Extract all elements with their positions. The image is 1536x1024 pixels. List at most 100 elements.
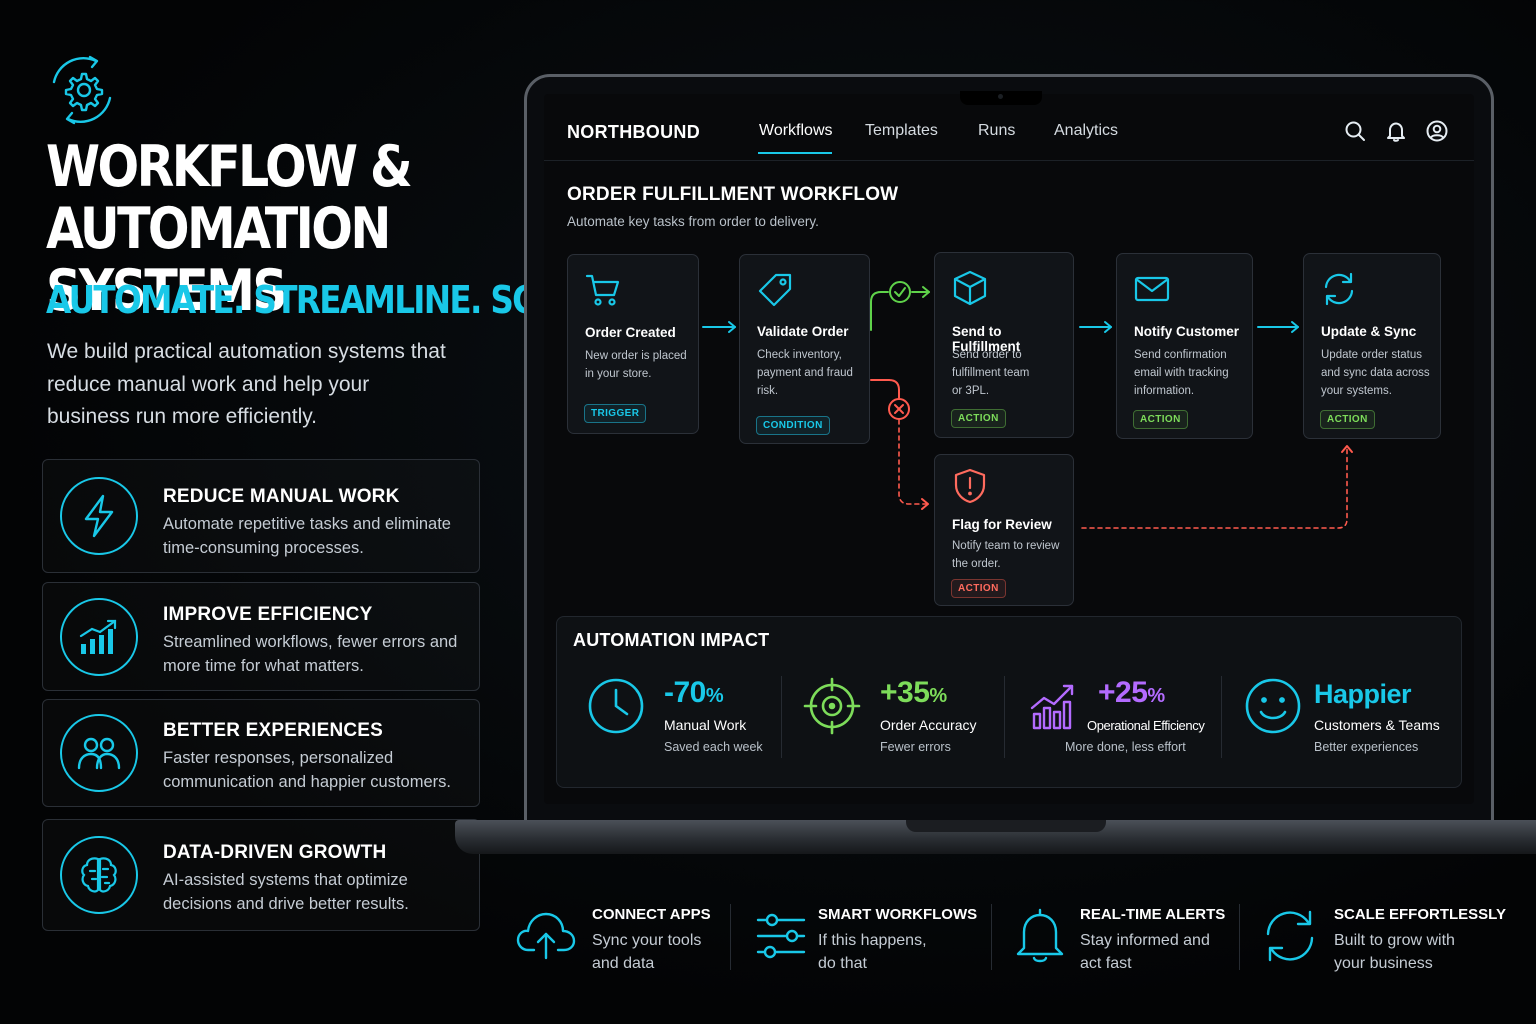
mail-icon [1134,276,1170,302]
node-title: Update & Sync [1321,324,1417,339]
bottom-divider [730,904,731,970]
feature-card-improve-efficiency: IMPROVE EFFICIENCY Streamlined workflows… [42,582,480,691]
bottom-feature-title: CONNECT APPS [592,906,711,923]
notification-bell-icon[interactable] [1385,120,1407,142]
bottom-divider [991,904,992,970]
nav-divider [544,160,1474,161]
smile-icon [1245,678,1301,734]
lightning-icon [60,477,138,555]
search-icon[interactable] [1344,120,1366,142]
node-badge-action: ACTION [951,409,1006,428]
feature-card-data-driven-growth: DATA-DRIVEN GROWTH AI-assisted systems t… [42,819,480,931]
metric-value: -70% [664,676,724,709]
user-account-icon[interactable] [1426,120,1448,142]
tab-templates[interactable]: Templates [865,122,938,139]
brain-icon [60,836,138,914]
metric-sub: Fewer errors [880,740,951,754]
metric-sub: More done, less effort [1065,740,1186,754]
workflow-title: ORDER FULFILLMENT WORKFLOW [567,184,899,205]
node-send-to-fulfillment[interactable]: Send to Fulfillment Send order to fulfil… [934,252,1074,438]
node-update-sync[interactable]: Update & Sync Update order status and sy… [1303,253,1441,439]
metric-sub: Better experiences [1314,740,1419,754]
metric-divider [1004,676,1005,758]
node-order-created[interactable]: Order Created New order is placed in you… [567,254,699,434]
tab-analytics[interactable]: Analytics [1054,122,1119,139]
node-validate-order[interactable]: Validate Order Check inventory, payment … [739,254,870,444]
node-desc: Send confirmation email with tracking in… [1134,349,1229,397]
feature-title: REDUCE MANUAL WORK [163,486,400,507]
node-badge-trigger: TRIGGER [584,404,647,423]
node-title: Validate Order [757,324,849,339]
node-desc: Update order status and sync data across… [1321,349,1430,397]
node-title: Order Created [585,325,676,340]
bottom-divider [1239,904,1240,970]
automation-impact-panel [556,616,1462,788]
metric-label: Manual Work [664,717,747,733]
laptop-base-notch [906,820,1106,832]
metric-label: Operational Efficiency [1087,718,1205,733]
node-desc: Send order to fulfillment team or 3PL. [952,349,1030,397]
clock-icon [588,678,644,734]
bottom-feature-title: SCALE EFFORTLESSLY [1334,906,1506,923]
tagline: AUTOMATE. STREAMLINE. SCALE. [46,278,610,322]
feature-card-reduce-manual-work: REDUCE MANUAL WORK Automate repetitive t… [42,459,480,573]
feature-title: BETTER EXPERIENCES [163,720,384,741]
node-badge-action: ACTION [1320,410,1375,429]
workflow-subtitle: Automate key tasks from order to deliver… [567,214,819,229]
feature-desc: Automate repetitive tasks and eliminate … [163,515,451,557]
metric-divider [1221,676,1222,758]
app-brand[interactable]: NORTHBOUND [567,122,700,142]
cart-icon [585,274,620,306]
shield-alert-icon [954,468,986,504]
node-badge-action: ACTION [951,579,1006,598]
metric-value: +35% [880,676,947,709]
node-badge-condition: CONDITION [756,416,830,435]
feature-title: DATA-DRIVEN GROWTH [163,842,387,863]
tag-icon [758,273,792,307]
feature-desc: AI-assisted systems that optimize decisi… [163,871,409,913]
impact-title: AUTOMATION IMPACT [573,630,770,650]
node-title: Send to Fulfillment [952,324,1021,354]
node-desc: New order is placed in your store. [585,350,687,380]
node-desc: Notify team to review the order. [952,540,1060,570]
camera-notch [960,91,1042,105]
cloud-upload-icon [516,912,576,960]
growth-chart-icon [60,597,138,676]
sliders-icon [756,913,806,959]
tab-workflows[interactable]: Workflows [759,122,833,139]
users-icon [60,714,138,792]
metric-value: +25% [1098,676,1165,709]
refresh-icon [1266,910,1314,962]
bell-icon [1016,908,1064,963]
node-title: Flag for Review [952,517,1052,532]
target-icon [803,677,861,735]
sync-icon [1324,272,1354,306]
tab-runs[interactable]: Runs [978,122,1016,139]
bar-growth-icon [1030,684,1074,730]
metric-sub: Saved each week [664,740,763,754]
metric-value: Happier [1314,679,1412,709]
metric-label: Order Accuracy [880,717,977,733]
node-badge-action: ACTION [1133,410,1188,429]
bottom-feature-title: SMART WORKFLOWS [818,906,978,923]
feature-desc: Streamlined workflows, fewer errors and … [163,633,458,675]
box-icon [953,270,987,306]
active-tab-indicator [758,152,832,154]
node-notify-customer[interactable]: Notify Customer Send confirmation email … [1116,253,1253,439]
gear-cycle-icon [52,55,112,125]
intro-text: We build practical automation systems th… [47,340,446,428]
page-headline: WORKFLOW & AUTOMATION SYSTEMS [46,134,413,324]
node-title: Notify Customer [1134,324,1240,339]
node-flag-for-review[interactable]: Flag for Review Notify team to review th… [934,454,1074,606]
metric-label: Customers & Teams [1314,717,1440,733]
bottom-feature-title: REAL-TIME ALERTS [1080,906,1226,923]
bottom-feature-desc: If this happens,do that [818,932,927,972]
node-desc: Check inventory, payment and fraud risk. [757,349,853,397]
feature-desc: Faster responses, personalized communica… [163,749,451,791]
feature-title: IMPROVE EFFICIENCY [163,604,373,625]
metric-divider [781,676,782,758]
feature-card-better-experiences: BETTER EXPERIENCES Faster responses, per… [42,699,480,807]
